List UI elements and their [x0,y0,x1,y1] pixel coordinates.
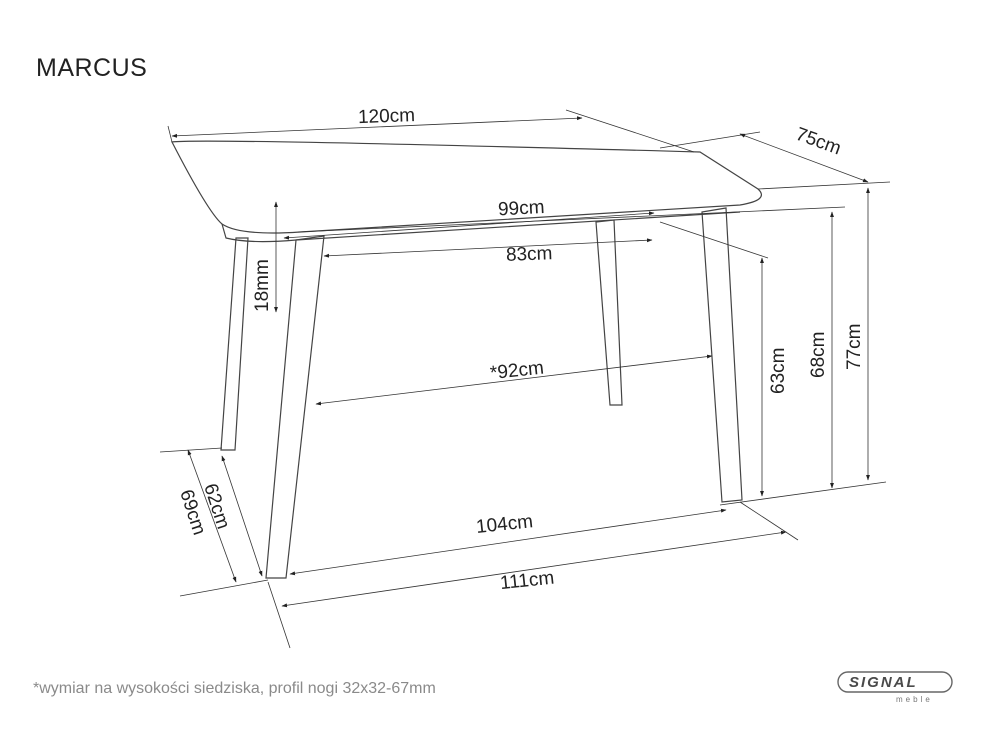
dimension-lines [171,116,870,608]
label-seat-clearance: *92cm [489,358,545,385]
label-frame-width: 83cm [506,243,553,266]
label-height-68: 68cm [808,332,829,378]
product-title: MARCUS [36,54,148,82]
leg-front-main [265,235,325,579]
logo-sub: meble [896,695,933,704]
label-inner-width: 99cm [498,197,546,220]
leg-back-right [701,207,743,503]
label-top-thickness: 18mm [252,259,273,312]
label-top-length: 120cm [358,105,416,128]
table-top [171,140,762,243]
logo-name: SIGNAL [849,674,918,691]
label-base-length: 104cm [475,511,534,538]
signal-logo: SIGNAL meble [837,671,953,704]
label-base-outer-length: 111cm [499,568,555,595]
footnote: *wymiar na wysokości siedziska, profil n… [33,680,436,697]
label-top-width: 75cm [793,124,844,160]
label-height-77: 77cm [844,324,865,370]
leg-front-left [220,237,249,451]
leg-back-left [595,219,623,406]
label-height-63: 63cm [768,348,789,394]
